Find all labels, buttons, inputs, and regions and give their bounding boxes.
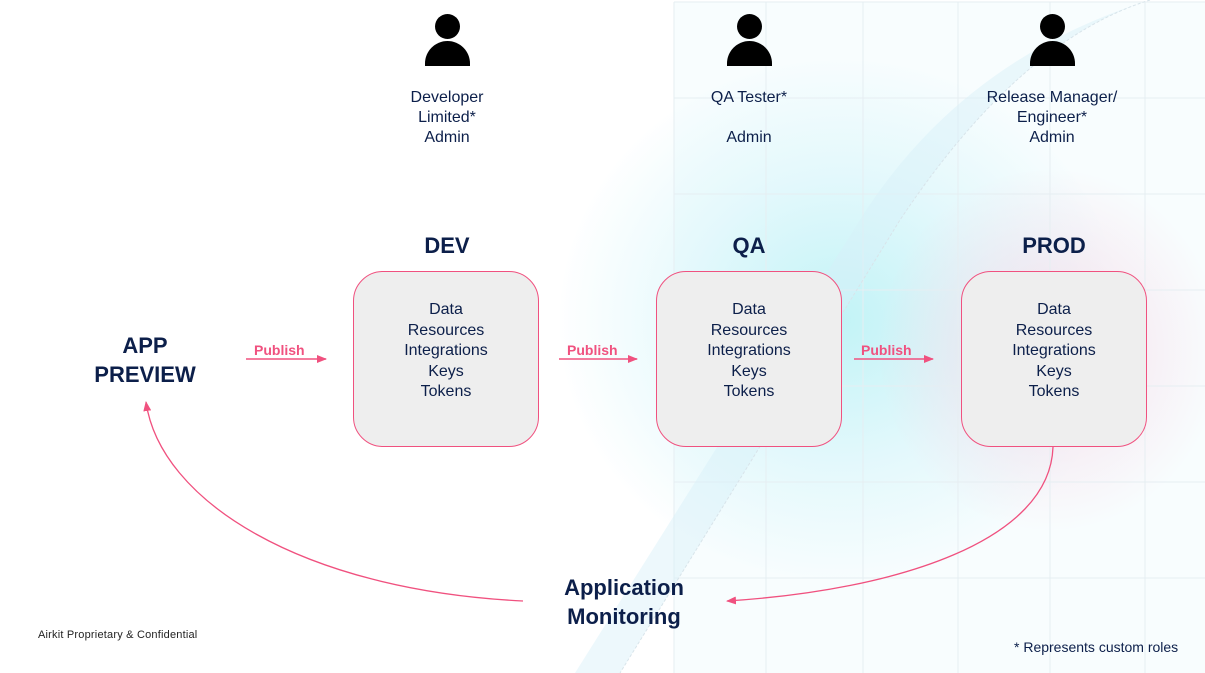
env-item: Tokens bbox=[420, 383, 472, 400]
env-item: Keys bbox=[428, 362, 464, 380]
diagonal-stripe bbox=[575, 0, 1150, 673]
env-box-dev: Data Resources Integrations Keys Tokens bbox=[353, 271, 539, 447]
publish-label-qa-to-prod: Publish bbox=[861, 342, 912, 358]
env-item: Integrations bbox=[404, 342, 488, 359]
custom-roles-note: * Represents custom roles bbox=[1014, 639, 1179, 655]
env-title-qa: QA bbox=[732, 233, 766, 258]
env-item: Resources bbox=[1015, 321, 1093, 339]
persona-qa-tester: QA Tester* Admin bbox=[649, 14, 849, 148]
env-item: Data bbox=[429, 301, 463, 318]
env-item: Data bbox=[732, 301, 766, 318]
env-title-prod: PROD bbox=[1022, 233, 1086, 258]
app-preview-line2: PREVIEW bbox=[94, 362, 196, 387]
env-item: Tokens bbox=[1028, 383, 1080, 400]
monitoring-line1: Application bbox=[564, 575, 684, 600]
env-item: Resources bbox=[407, 321, 485, 339]
env-item: Tokens bbox=[723, 383, 775, 400]
env-item: Data bbox=[1037, 301, 1071, 318]
env-item: Keys bbox=[731, 362, 767, 380]
person-icon bbox=[724, 14, 774, 66]
person-icon bbox=[422, 14, 472, 66]
env-item: Resources bbox=[710, 321, 788, 339]
persona-developer: Developer Limited* Admin bbox=[347, 14, 547, 148]
app-preview-label: APP PREVIEW bbox=[70, 331, 220, 389]
persona-permission: Admin bbox=[1029, 129, 1075, 146]
env-item: Keys bbox=[1036, 362, 1072, 380]
confidential-notice: Airkit Proprietary & Confidential bbox=[38, 629, 198, 641]
diagonal-stripe-edge bbox=[619, 0, 1151, 673]
arrow-monitoring-to-preview bbox=[143, 401, 524, 602]
persona-release-manager: Release Manager/ Engineer* Admin bbox=[952, 14, 1152, 148]
person-icon bbox=[1027, 14, 1077, 66]
env-box-qa: Data Resources Integrations Keys Tokens bbox=[656, 271, 842, 447]
persona-permission: Admin bbox=[726, 129, 772, 146]
application-monitoring-label: Application Monitoring bbox=[544, 573, 704, 631]
persona-role: Developer Limited* bbox=[410, 89, 484, 126]
monitoring-line2: Monitoring bbox=[567, 604, 681, 629]
publish-label-preview-to-dev: Publish bbox=[254, 342, 305, 358]
env-title-dev: DEV bbox=[424, 233, 470, 258]
persona-permission: Admin bbox=[424, 129, 470, 146]
publish-label-dev-to-qa: Publish bbox=[567, 342, 618, 358]
persona-role: QA Tester* bbox=[710, 89, 788, 106]
persona-role: Release Manager/ Engineer* bbox=[986, 89, 1118, 126]
env-box-prod: Data Resources Integrations Keys Tokens bbox=[961, 271, 1147, 447]
env-item: Integrations bbox=[1012, 342, 1096, 359]
app-preview-line1: APP bbox=[122, 333, 168, 358]
env-item: Integrations bbox=[707, 342, 791, 359]
arrow-prod-to-monitoring bbox=[726, 446, 1054, 605]
